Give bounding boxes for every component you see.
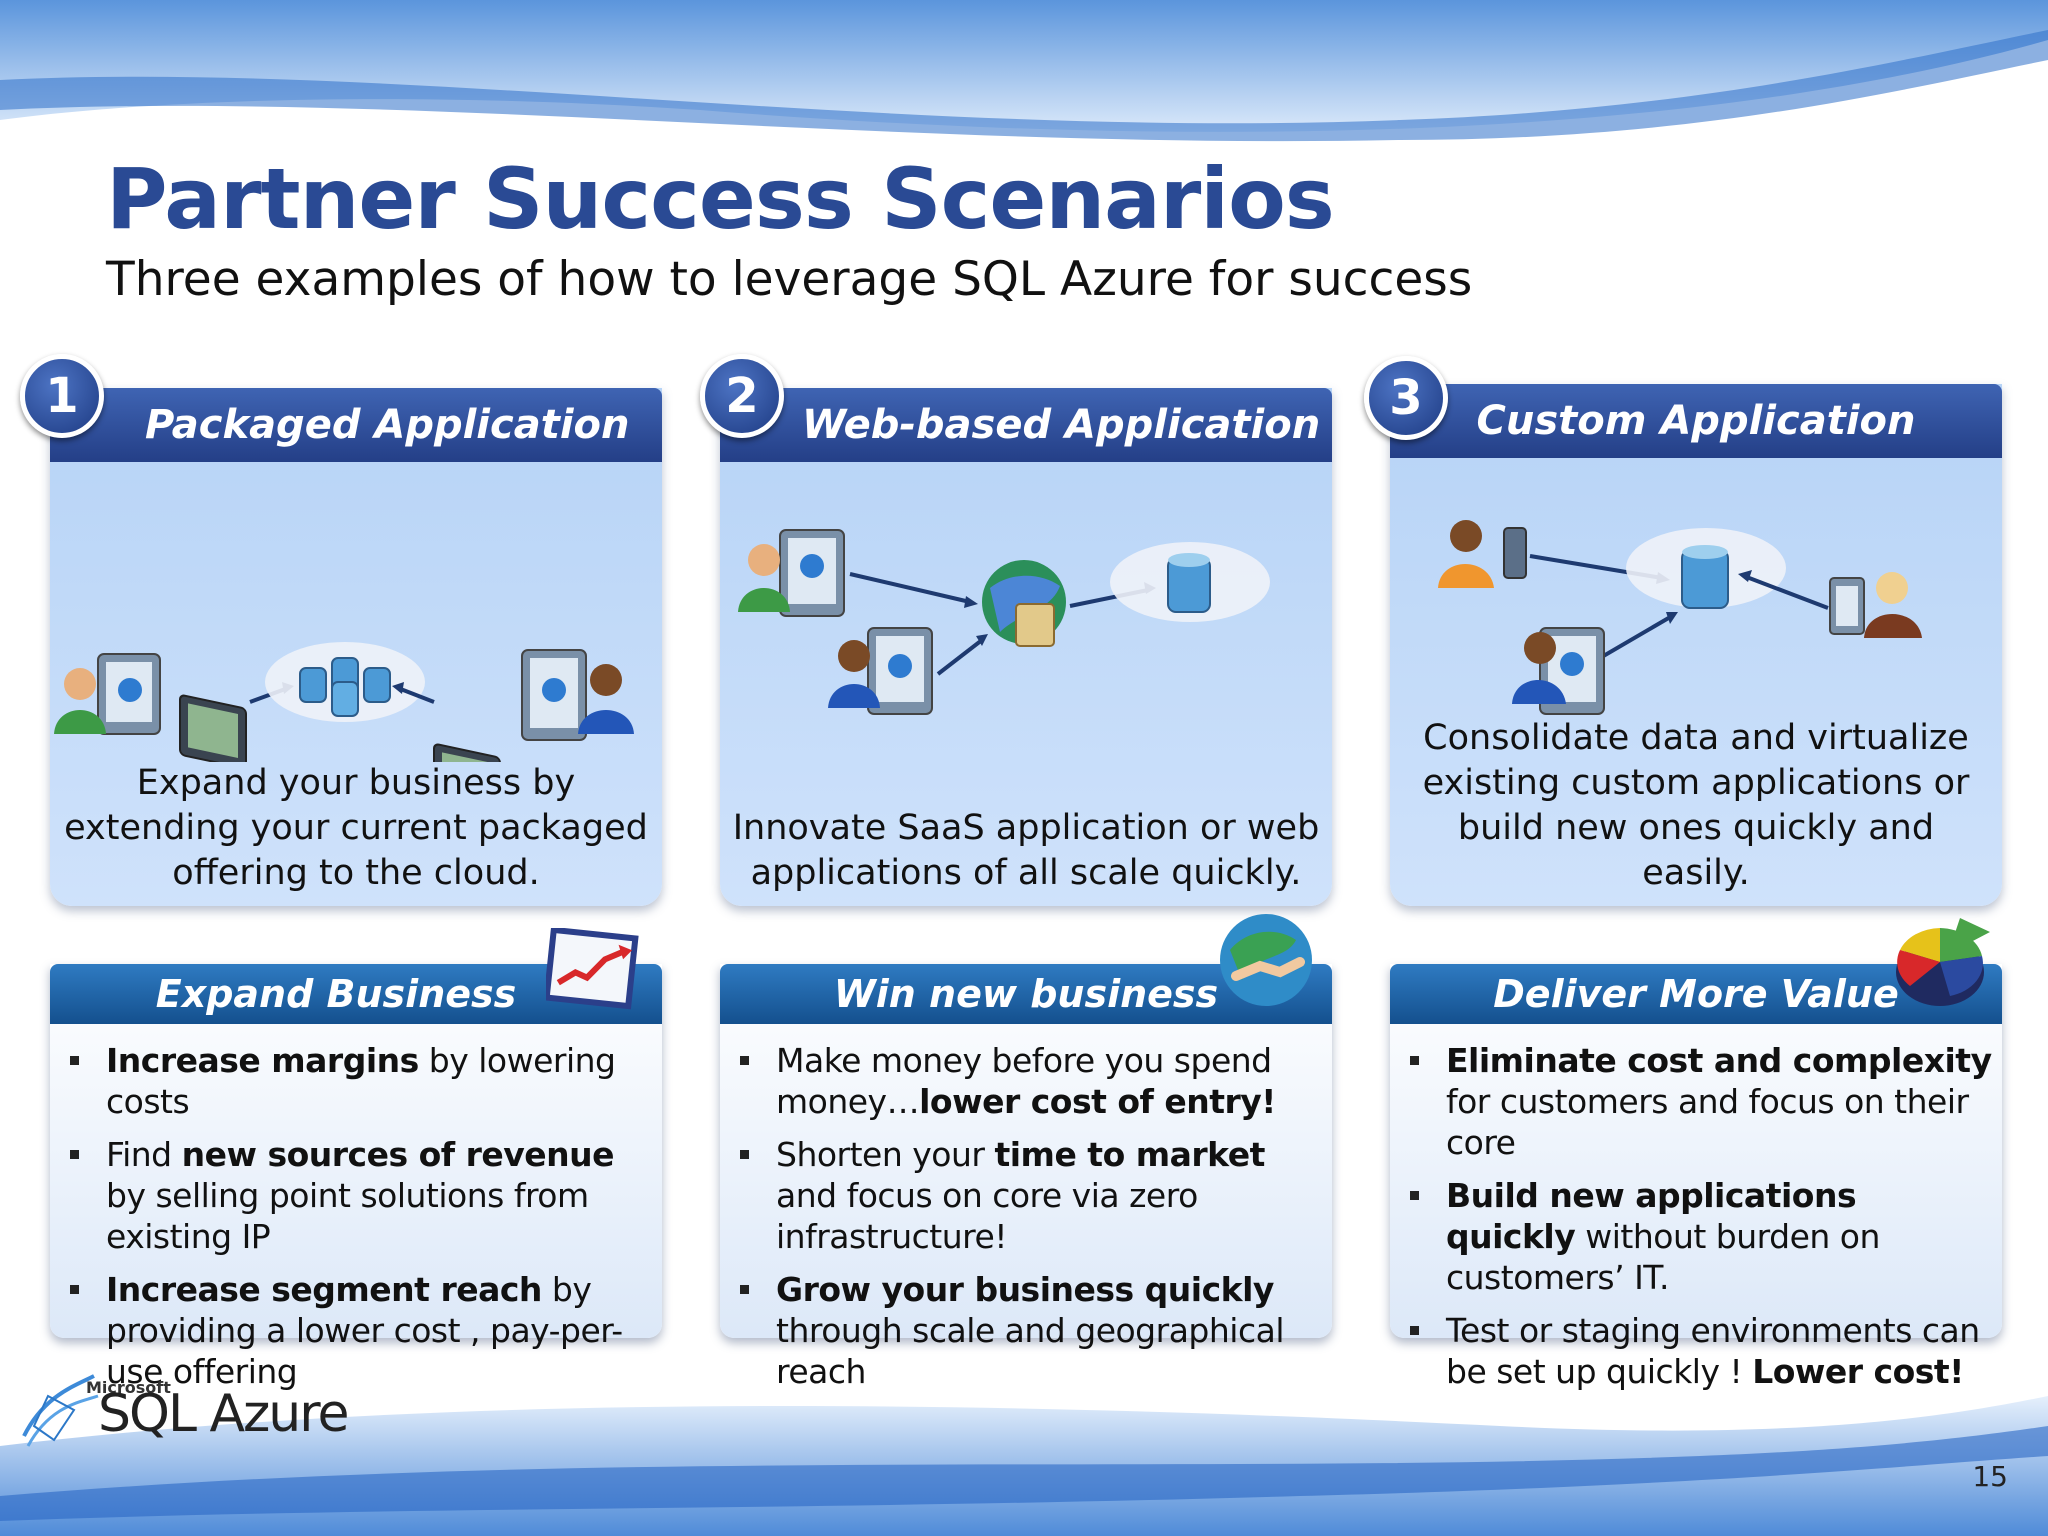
growth-chart-icon (546, 928, 639, 1010)
benefit-heading: Expand Business (155, 972, 517, 1016)
scenario-number-badge-2: 2 (700, 354, 784, 438)
sql-azure-logo-icon (22, 1374, 99, 1447)
money-screen-icon (179, 694, 247, 762)
benefit-header: Win new business (720, 964, 1332, 1024)
user-computer-icon (738, 529, 845, 617)
bullet-item: Test or staging environments can be set … (1410, 1310, 1992, 1392)
globe-folder-icon (982, 560, 1066, 647)
scenario-heading: Packaged Application (145, 402, 630, 448)
bullet-item: Increase segment reach by providing a lo… (70, 1269, 652, 1392)
scenario-heading: Web-based Application (802, 402, 1321, 448)
web-based-application-diagram (738, 529, 1270, 715)
benefit-card-deliver-more-value: Deliver More Value Eliminate cost and co… (1390, 964, 2002, 1391)
user-computer-icon (828, 627, 933, 715)
bullet-item: Find new sources of revenue by selling p… (70, 1134, 652, 1257)
benefit-card-win-new-business: Win new business Make money before you s… (720, 964, 1332, 1391)
benefit-bullet-list: Make money before you spend money…lower … (720, 1024, 1332, 1392)
cloud-database-icon (265, 642, 425, 722)
bullet-item: Increase margins by lowering costs (70, 1040, 652, 1122)
page-number: 15 (1972, 1460, 2008, 1493)
benefit-bullet-list: Eliminate cost and complexity for custom… (1390, 1024, 2002, 1392)
logo-company-name: Microsoft (86, 1378, 171, 1397)
scenario-heading: Custom Application (1476, 398, 1916, 444)
slide-title: Partner Success Scenarios (106, 150, 1335, 248)
logo-product-name: SQL Azure (98, 1384, 349, 1444)
cloud-database-icon (1110, 542, 1270, 622)
cloud-database-icon (1626, 528, 1786, 609)
globe-handshake-icon (1220, 914, 1312, 1006)
scenario-number-badge-1: 1 (20, 354, 104, 438)
bottom-wave-banner (0, 1396, 2048, 1536)
scenario-number-badge-3: 3 (1364, 356, 1448, 440)
scenario-description: Expand your business by extending your c… (64, 763, 648, 893)
bullet-item: Shorten your time to market and focus on… (740, 1134, 1322, 1257)
benefit-heading: Win new business (833, 972, 1219, 1016)
slide-subtitle: Three examples of how to leverage SQL Az… (106, 252, 1473, 307)
scenario-card-custom-application: Custom Application (1390, 384, 2002, 906)
scenario-description: Innovate SaaS application or web applica… (732, 808, 1320, 893)
user-computer-icon (54, 653, 161, 735)
top-wave-banner (0, 0, 2048, 150)
scenario-header: Custom Application (1390, 384, 2002, 458)
pie-chart-icon (1896, 918, 1990, 1006)
scenario-card-web-based-application: Web-based Application (720, 388, 1332, 906)
bullet-item: Eliminate cost and complexity for custom… (1410, 1040, 1992, 1163)
custom-application-diagram (1438, 520, 1922, 715)
benefit-card-expand-business: Expand Business Increase margins by lowe… (50, 964, 662, 1391)
money-screen-icon (433, 743, 501, 762)
bullet-item: Grow your business quickly through scale… (740, 1269, 1322, 1392)
customer-computer-icon (521, 649, 634, 741)
tablet-user-icon (1829, 572, 1922, 638)
benefit-heading: Deliver More Value (1493, 972, 1899, 1016)
scenario-header: Packaged Application (50, 388, 662, 462)
user-computer-icon (1512, 627, 1605, 715)
scenario-header: Web-based Application (720, 388, 1332, 462)
benefit-bullet-list: Increase margins by lowering costs Find … (50, 1024, 662, 1392)
bullet-item: Build new applications quickly without b… (1410, 1175, 1992, 1298)
scenario-card-packaged-application: Packaged Application (50, 388, 662, 906)
scenario-description: Consolidate data and virtualize existing… (1422, 718, 1970, 893)
packaged-application-diagram (54, 642, 634, 762)
mobile-user-icon (1438, 520, 1527, 588)
bullet-item: Make money before you spend money…lower … (740, 1040, 1322, 1122)
